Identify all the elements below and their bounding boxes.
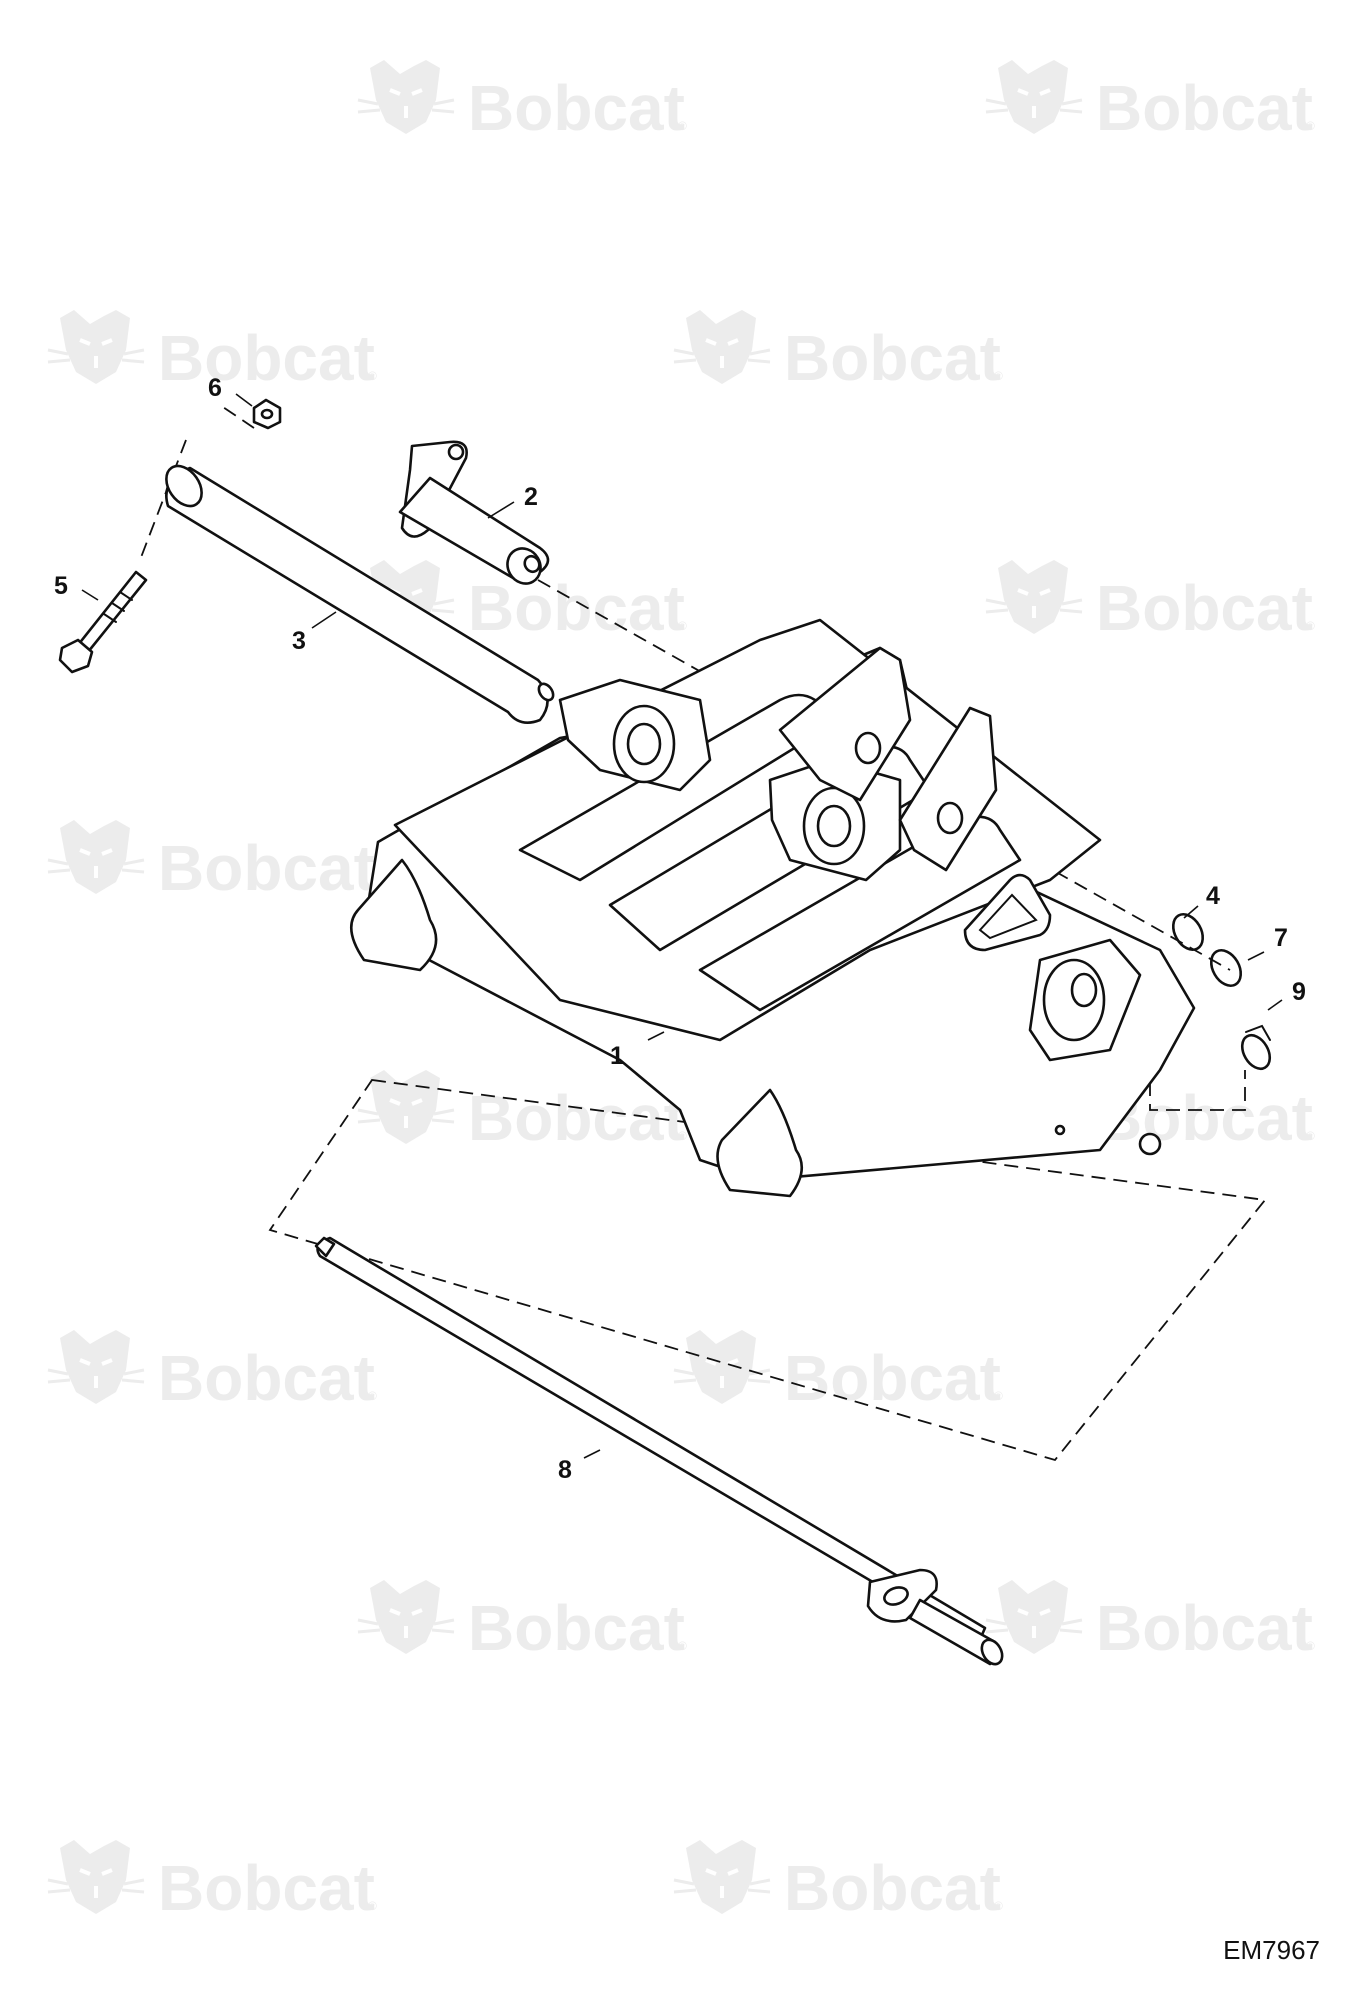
- bobcat-head-logo-icon: [984, 1578, 1084, 1656]
- watermark-brand-text: Bobcat: [158, 322, 375, 394]
- callout-5: 5: [54, 572, 68, 600]
- watermark-tile: Bobcat®: [356, 1068, 687, 1154]
- watermark-tile: Bobcat®: [46, 1838, 377, 1924]
- watermark-registered-mark: ®: [678, 1129, 687, 1143]
- bobcat-head-logo-icon: [672, 1328, 772, 1406]
- watermark-brand-text: Bobcat: [468, 1082, 685, 1154]
- watermark-registered-mark: ®: [994, 1899, 1003, 1913]
- watermark-tile: Bobcat®: [46, 1328, 377, 1414]
- watermark-tile: Bobcat®: [356, 558, 687, 644]
- clip-part-9: [1240, 1024, 1272, 1071]
- bobcat-head-logo-icon: [46, 308, 146, 386]
- watermark-registered-mark: ®: [368, 369, 377, 383]
- watermark-registered-mark: ®: [1306, 619, 1315, 633]
- watermark-tile: Bobcat®: [356, 1578, 687, 1664]
- watermark-registered-mark: ®: [1306, 1129, 1315, 1143]
- callout-1: 1: [610, 1042, 624, 1070]
- watermark-tile: Bobcat®: [672, 1838, 1003, 1924]
- watermark-brand-text: Bobcat: [158, 1852, 375, 1924]
- watermark-registered-mark: ®: [1306, 119, 1315, 133]
- pin-part-3: [165, 464, 555, 724]
- bobcat-head-logo-icon: [672, 308, 772, 386]
- watermark-tile: Bobcat®: [672, 1328, 1003, 1414]
- bobcat-head-logo-icon: [356, 1068, 456, 1146]
- watermark-registered-mark: ®: [368, 1899, 377, 1913]
- callout-8: 8: [558, 1456, 572, 1484]
- watermark-brand-text: Bobcat: [784, 322, 1001, 394]
- watermark-brand-text: Bobcat: [468, 572, 685, 644]
- rod-part-8: [314, 1236, 1004, 1666]
- callout-2: 2: [524, 483, 538, 511]
- bobcat-head-logo-icon: [672, 1838, 772, 1916]
- pin-part-2: [398, 440, 550, 585]
- watermark-tile: Bobcat®: [984, 558, 1315, 644]
- watermark-brand-text: Bobcat: [1096, 572, 1313, 644]
- ring-part-4: [1171, 913, 1205, 951]
- bobcat-head-logo-icon: [984, 58, 1084, 136]
- watermark-registered-mark: ®: [678, 1639, 687, 1653]
- watermark-brand-text: Bobcat: [1096, 1592, 1313, 1664]
- watermark-registered-mark: ®: [994, 1389, 1003, 1403]
- coupler-frame-part-1: [350, 618, 1196, 1198]
- watermark-brand-text: Bobcat: [1096, 72, 1313, 144]
- callout-4: 4: [1206, 882, 1220, 910]
- drawing-number: EM7967: [1223, 1935, 1320, 1965]
- watermark-registered-mark: ®: [994, 369, 1003, 383]
- bobcat-head-logo-icon: [46, 818, 146, 896]
- watermark-brand-text: Bobcat: [158, 832, 375, 904]
- watermark-tile: Bobcat®: [984, 58, 1315, 144]
- callout-labels: 6 2 3 4 5 7 1 8 9: [54, 374, 1306, 1484]
- bobcat-head-logo-icon: [984, 558, 1084, 636]
- bobcat-head-logo-icon: [46, 1838, 146, 1916]
- bobcat-head-logo-icon: [356, 58, 456, 136]
- watermark-registered-mark: ®: [678, 119, 687, 133]
- watermark-tile: Bobcat®: [46, 818, 377, 904]
- callout-9: 9: [1292, 978, 1306, 1006]
- watermark-registered-mark: ®: [678, 619, 687, 633]
- watermark-tile: Bobcat®: [46, 308, 377, 394]
- watermark-brand-text: Bobcat: [468, 1592, 685, 1664]
- bobcat-head-logo-icon: [356, 1578, 456, 1656]
- watermark-tile: Bobcat®: [984, 1578, 1315, 1664]
- path-nut-to-pin: [219, 404, 255, 429]
- watermark-brand-text: Bobcat: [784, 1342, 1001, 1414]
- watermark-tile: Bobcat®: [356, 58, 687, 144]
- callout-3: 3: [292, 627, 306, 655]
- callout-6: 6: [208, 374, 222, 402]
- watermark-brand-text: Bobcat: [784, 1852, 1001, 1924]
- leader-lines: [81, 393, 1283, 1459]
- nut-part-6: [252, 398, 282, 430]
- callout-7: 7: [1274, 924, 1288, 952]
- snap-ring-part-7: [1209, 949, 1243, 987]
- bolt-part-5: [58, 570, 148, 674]
- watermark-registered-mark: ®: [1306, 1639, 1315, 1653]
- watermark-registered-mark: ®: [368, 1389, 377, 1403]
- watermark-tile: Bobcat®: [672, 308, 1003, 394]
- watermark-brand-text: Bobcat: [158, 1342, 375, 1414]
- bobcat-head-logo-icon: [46, 1328, 146, 1406]
- watermark-brand-text: Bobcat: [468, 72, 685, 144]
